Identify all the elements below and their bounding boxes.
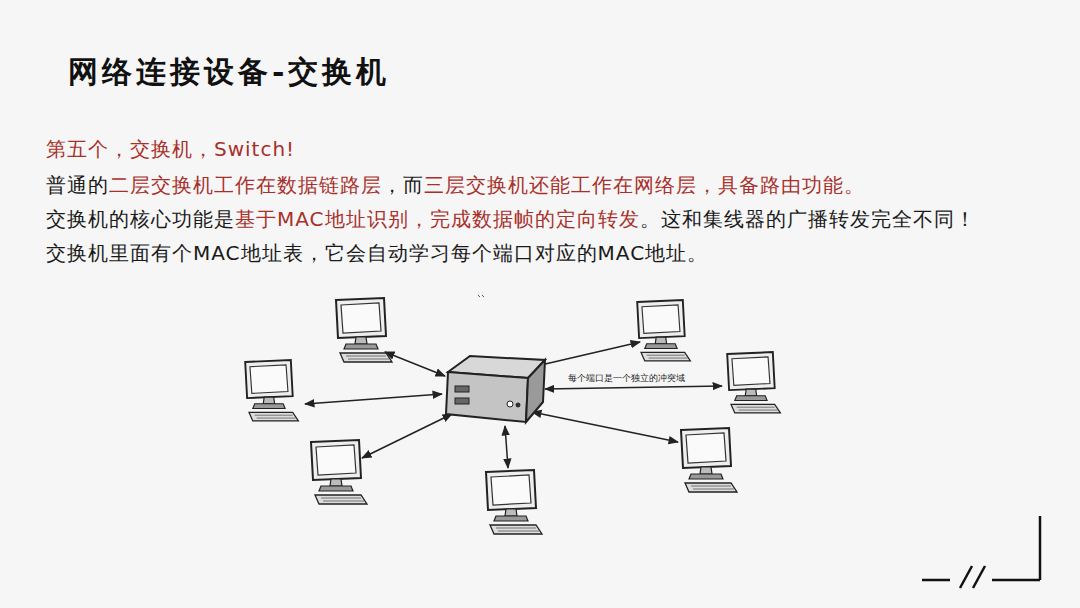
body-text: 交换机的核心功能是	[46, 207, 235, 231]
highlight-text: 二层交换机工作在数据链路层	[109, 173, 382, 197]
port-note: 每个端口是一个独立的冲突域	[566, 372, 687, 385]
highlight-text: 第五个，交换机，Switch!	[46, 137, 295, 161]
text-line: 交换机里面有个MAC地址表，它会自动学习每个端口对应的MAC地址。	[46, 240, 708, 267]
slide-title: 网络连接设备-交换机	[68, 52, 390, 93]
body-text: 交换机里面有个MAC地址表，它会自动学习每个端口对应的MAC地址。	[46, 241, 708, 265]
highlight-text: 基于MAC地址识别，完成数据帧的定向转发	[235, 207, 640, 231]
body-text: 普通的	[46, 173, 109, 197]
body-text: ，而	[382, 173, 424, 197]
text-line: 普通的二层交换机工作在数据链路层，而三层交换机还能工作在网络层，具备路由功能。	[46, 172, 865, 199]
text-line: 交换机的核心功能是基于MAC地址识别，完成数据帧的定向转发。这和集线器的广播转发…	[46, 206, 976, 233]
text-line: 第五个，交换机，Switch!	[46, 136, 295, 163]
body-text: 。这和集线器的广播转发完全不同！	[640, 207, 976, 231]
highlight-text: 三层交换机还能工作在网络层，具备路由功能。	[424, 173, 865, 197]
